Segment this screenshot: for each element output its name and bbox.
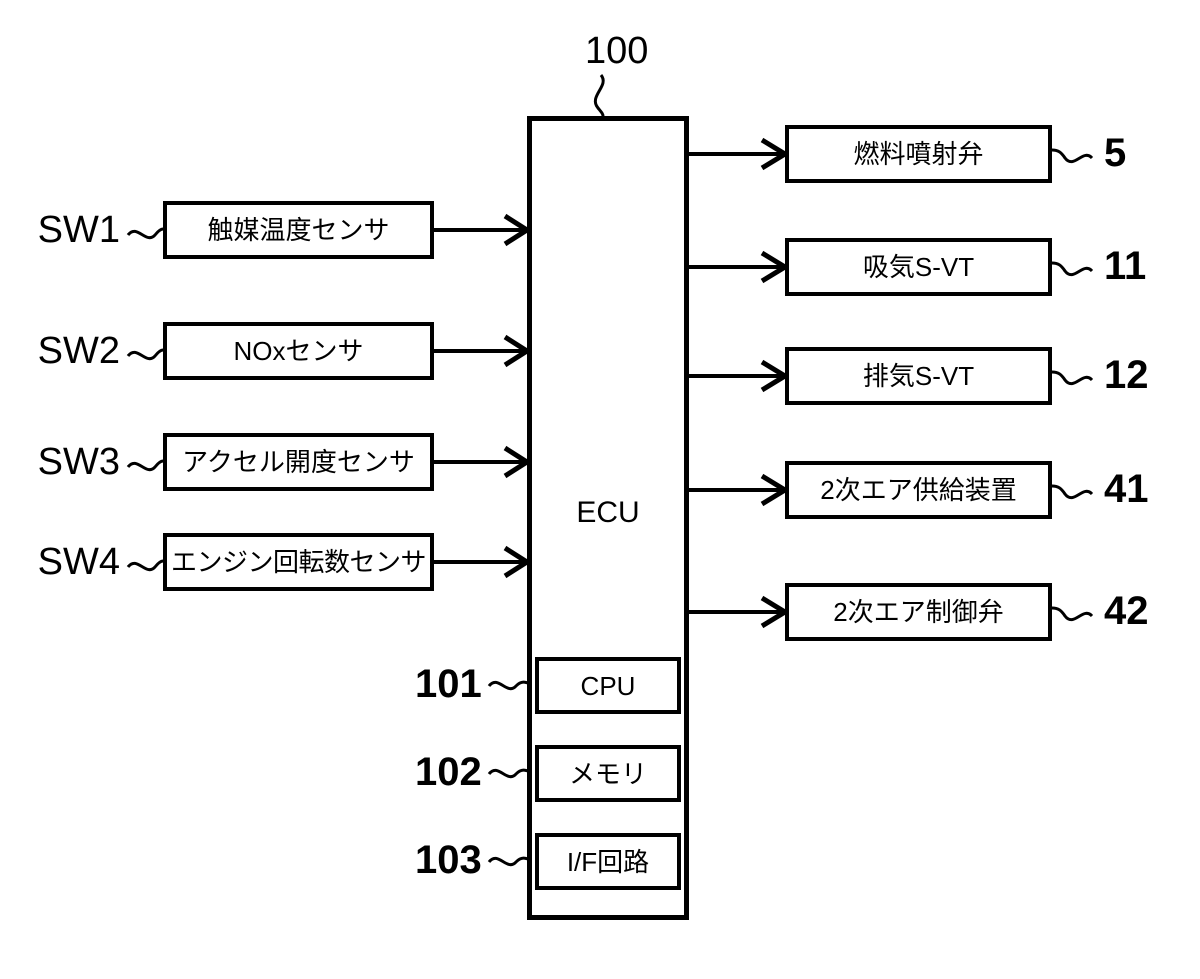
actuator-arrow-secondary-air-control-valve xyxy=(689,595,790,629)
sensor-box-catalyst-temperature[interactable]: 触媒温度センサ xyxy=(163,201,434,259)
ref-numeral-41: 41 xyxy=(1104,467,1149,511)
lead-line-ref-41 xyxy=(1051,484,1094,500)
actuator-arrow-exhaust-svt xyxy=(689,359,790,393)
lead-line-ref-100 xyxy=(594,74,605,117)
ecu-module-if-circuit[interactable]: I/F回路 xyxy=(535,833,681,890)
ref-numeral-11: 11 xyxy=(1104,244,1147,288)
sensor-arrow-sw1 xyxy=(434,213,532,247)
ref-numeral-12: 12 xyxy=(1104,353,1149,397)
ecu-module-cpu[interactable]: CPU xyxy=(535,657,681,714)
actuator-box-exhaust-svt[interactable]: 排気S-VT xyxy=(785,347,1052,405)
ref-numeral-103: 103 xyxy=(415,838,482,882)
actuator-box-secondary-air-control-valve[interactable]: 2次エア制御弁 xyxy=(785,583,1052,641)
lead-line-sw3 xyxy=(126,459,164,472)
actuator-arrow-intake-svt xyxy=(689,250,790,284)
sensor-box-engine-speed[interactable]: エンジン回転数センサ xyxy=(163,533,434,591)
lead-line-sw1 xyxy=(126,227,164,240)
sensor-arrow-sw3 xyxy=(434,445,532,479)
ecu-module-memory[interactable]: メモリ xyxy=(535,745,681,802)
sensor-arrow-sw2 xyxy=(434,334,532,368)
ref-numeral-102: 102 xyxy=(415,750,482,794)
actuator-arrow-secondary-air-supply xyxy=(689,473,790,507)
sensor-tag-sw3: SW3 xyxy=(37,441,120,483)
sensor-tag-sw1: SW1 xyxy=(37,209,120,251)
lead-line-sw4 xyxy=(126,559,164,572)
sensor-tag-sw2: SW2 xyxy=(37,330,120,372)
lead-line-ref-5 xyxy=(1051,148,1094,164)
sensor-arrow-sw4 xyxy=(434,545,532,579)
sensor-box-accelerator-opening[interactable]: アクセル開度センサ xyxy=(163,433,434,491)
ref-numeral-100: 100 xyxy=(585,30,649,72)
ref-numeral-5: 5 xyxy=(1104,131,1127,175)
lead-line-ref-42 xyxy=(1051,606,1094,622)
ref-numeral-101: 101 xyxy=(415,662,482,706)
ref-numeral-42: 42 xyxy=(1104,589,1149,633)
sensor-box-nox[interactable]: NOxセンサ xyxy=(163,322,434,380)
actuator-box-fuel-injector[interactable]: 燃料噴射弁 xyxy=(785,125,1052,183)
lead-line-ref-11 xyxy=(1051,261,1094,277)
lead-line-ref-12 xyxy=(1051,370,1094,386)
sensor-tag-sw4: SW4 xyxy=(37,541,120,583)
ecu-label: ECU xyxy=(576,496,640,529)
actuator-box-secondary-air-supply[interactable]: 2次エア供給装置 xyxy=(785,461,1052,519)
lead-line-sw2 xyxy=(126,348,164,361)
actuator-box-intake-svt[interactable]: 吸気S-VT xyxy=(785,238,1052,296)
actuator-arrow-fuel-injector xyxy=(689,137,790,171)
